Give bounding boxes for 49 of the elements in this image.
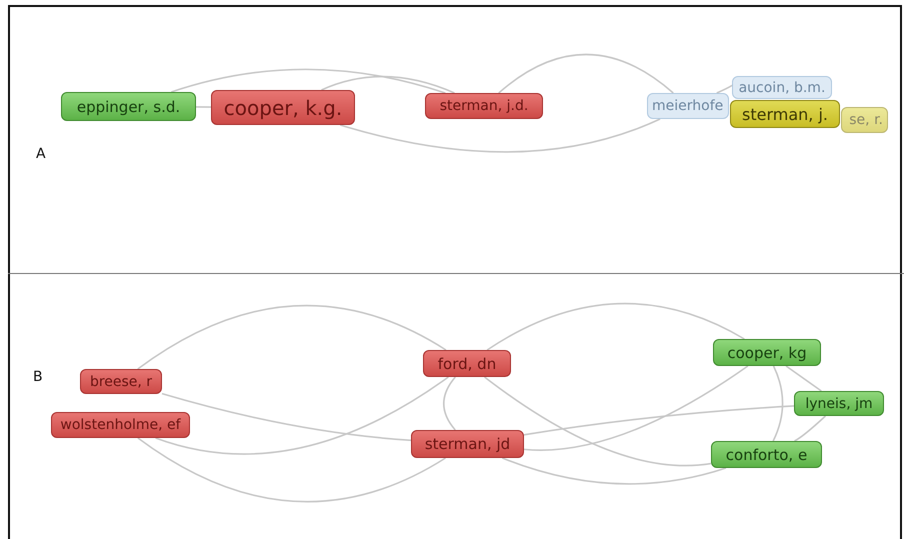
author-box [61,92,196,121]
link-curve [524,365,748,451]
link-curve [498,54,674,94]
link-curve [794,415,826,442]
author-name: sterman, jd [424,435,510,453]
panel-letter: A [36,146,46,162]
author-box [711,441,822,468]
author-box [794,391,884,416]
author-name: lyneis, jm [805,396,873,412]
author-box [647,93,729,119]
link-curve [155,376,449,455]
link-curve [340,118,660,153]
author-box [211,90,355,125]
author-box [713,339,821,366]
link-curve [162,392,412,442]
author-box [80,369,162,394]
link-curve [786,365,822,392]
author-name: aucoin, b.m. [738,80,826,96]
author-name: breese, r [90,374,152,390]
author-name: eppinger, s.d. [76,98,180,116]
link-curve [716,84,733,94]
author-name: meierhofe [652,98,724,114]
link-curve [442,376,456,430]
author-name: sterman, j. [742,104,828,124]
author-name: cooper, k.g. [224,96,342,120]
link-curve [137,305,446,370]
author-box [423,350,511,377]
author-name: cooper, kg [727,344,807,362]
link-curve [502,457,726,485]
link-curve [171,68,446,94]
link-curve [524,405,794,436]
link-curve [196,106,211,108]
author-name: wolstenholme, ef [60,417,181,433]
link-curve [137,437,446,502]
panel-letter: B [33,369,43,385]
author-box [841,107,888,133]
author-name: conforto, e [726,446,808,464]
link-curve [484,376,712,466]
author-box [730,100,840,128]
link-curve [486,302,745,351]
author-name: ford, dn [438,354,496,372]
author-name: sterman, j.d. [440,98,528,114]
link-curve [772,366,784,442]
link-curve [321,76,455,94]
author-box [411,430,524,458]
author-box [732,76,832,99]
author-box [51,412,190,438]
author-name: se, r. [849,112,883,128]
author-box [425,93,543,119]
